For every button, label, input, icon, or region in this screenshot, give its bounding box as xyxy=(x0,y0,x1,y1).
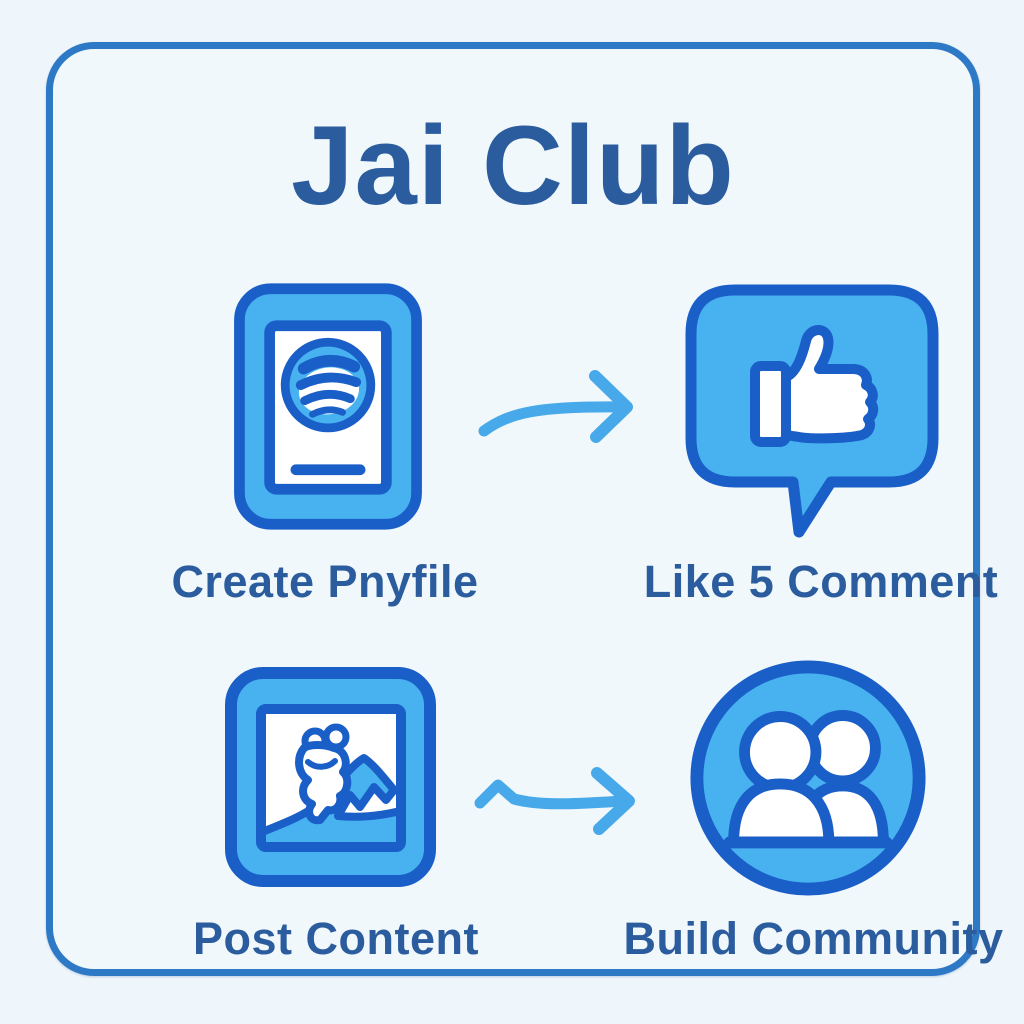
profile-tablet-icon xyxy=(230,280,426,533)
step-label-like-comment: Like 5 Comment xyxy=(643,556,999,607)
community-people-icon-svg xyxy=(690,660,926,896)
arrow-right-icon xyxy=(471,739,659,841)
arrow-right-icon-svg xyxy=(478,370,633,443)
step-label-create-profile: Create Pnyfile xyxy=(171,556,479,607)
thumbs-up-bubble-icon xyxy=(681,280,943,540)
photo-frame-icon xyxy=(222,664,439,890)
step-label-build-community: Build Community xyxy=(623,913,1004,964)
poster-card: Jai Club xyxy=(46,42,1003,976)
thumbs-up-bubble-icon-svg xyxy=(685,284,939,538)
poster-title: Jai Club xyxy=(291,103,735,228)
profile-tablet-icon-svg xyxy=(234,283,422,530)
community-people-icon xyxy=(684,654,932,902)
step-label-post-content: Post Content xyxy=(193,913,479,964)
arrow-right-icon xyxy=(474,349,654,451)
photo-frame-icon-svg xyxy=(225,667,436,887)
arrow-right-icon-svg xyxy=(474,767,635,835)
